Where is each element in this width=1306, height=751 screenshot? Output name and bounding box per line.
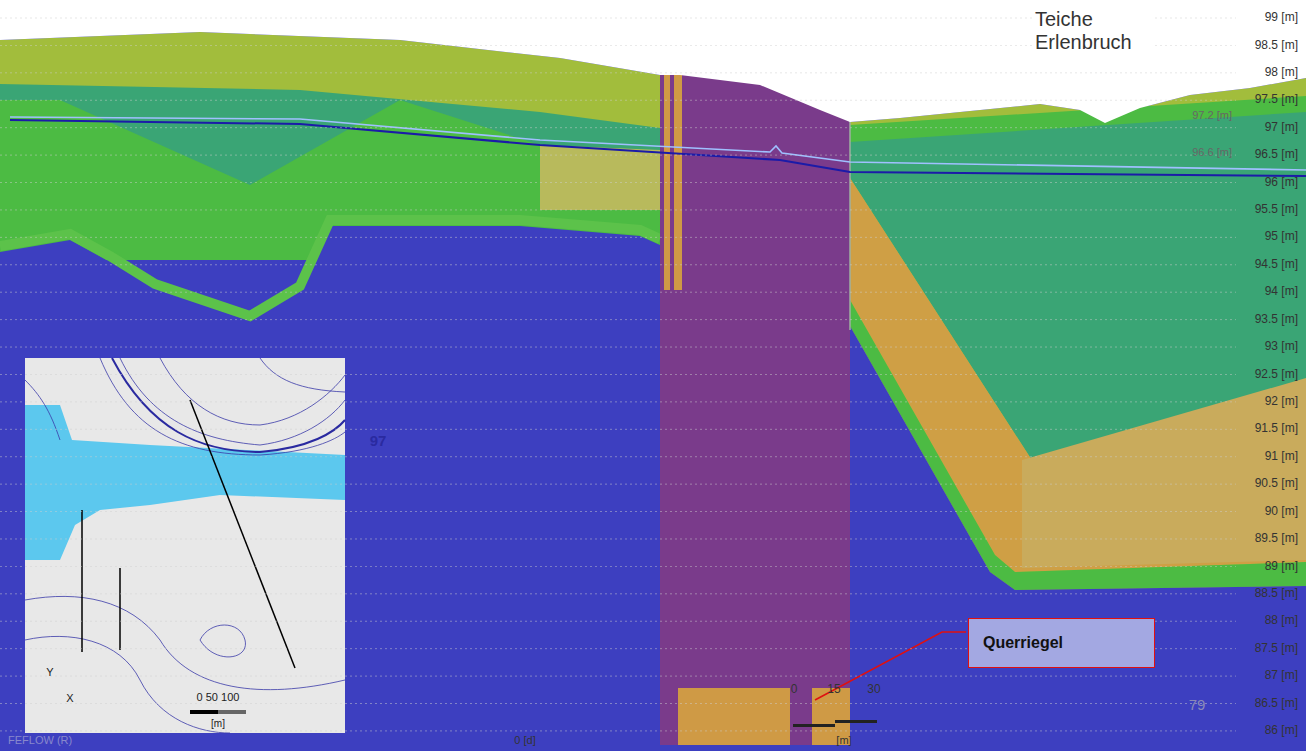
- grid-line: [0, 401, 1236, 402]
- axis-label: 97 [m]: [1265, 121, 1298, 135]
- map-label: Teiche Erlenbruch: [1035, 8, 1155, 54]
- map-label: Y: [46, 666, 53, 679]
- grid-line: [0, 730, 1236, 731]
- map-label: 0 [d]: [514, 734, 535, 747]
- axis-label: 87 [m]: [1265, 669, 1298, 683]
- axis-label: 86.5 [m]: [1255, 697, 1298, 711]
- grid-line: [0, 484, 1236, 485]
- axis-label: 88.5 [m]: [1255, 587, 1298, 601]
- grid-line: [0, 456, 1236, 457]
- axis-label: 86 [m]: [1265, 724, 1298, 738]
- map-label: 30: [867, 683, 880, 697]
- axis-label: 88 [m]: [1265, 614, 1298, 628]
- axis-label: 89.5 [m]: [1255, 532, 1298, 546]
- axis-label: 96.6 [m]: [1192, 146, 1232, 159]
- grid-line: [0, 566, 1236, 567]
- axis-label: 98.5 [m]: [1255, 39, 1298, 53]
- axis-label: 96.5 [m]: [1255, 148, 1298, 162]
- callout-box: Querriegel: [968, 618, 1155, 668]
- map-label: [m]: [211, 718, 225, 730]
- axis-label: 92.5 [m]: [1255, 368, 1298, 382]
- map-label: 0: [791, 683, 798, 697]
- axis-label: 95 [m]: [1265, 230, 1298, 244]
- grid-line: [0, 182, 1236, 183]
- map-label: 15: [827, 683, 840, 697]
- grid-line: [0, 127, 1236, 128]
- map-label: [m]: [836, 734, 851, 747]
- map-label: 97: [370, 432, 387, 449]
- axis-label: 93 [m]: [1265, 340, 1298, 354]
- axis-label: 87.5 [m]: [1255, 642, 1298, 656]
- axis-label: 95.5 [m]: [1255, 203, 1298, 217]
- map-label: 79: [1189, 696, 1206, 713]
- grid-line: [0, 429, 1236, 430]
- axis-label: 94 [m]: [1265, 285, 1298, 299]
- axis-label: 89 [m]: [1265, 560, 1298, 574]
- grid-line: [0, 593, 1236, 594]
- grid-line: [0, 264, 1236, 265]
- grid-line: [0, 237, 1236, 238]
- axis-label: 97.2 [m]: [1192, 109, 1232, 122]
- axis-label: 96 [m]: [1265, 176, 1298, 190]
- grid-line: [0, 209, 1236, 210]
- grid-line: [0, 676, 1236, 677]
- map-label: FEFLOW (R): [8, 734, 72, 747]
- axis-label: 90.5 [m]: [1255, 477, 1298, 491]
- grid-line: [0, 703, 1236, 704]
- map-label: X: [66, 692, 73, 705]
- grid-line: [0, 538, 1236, 539]
- grid-line: [0, 100, 1236, 101]
- map-label: 0 50 100: [197, 691, 240, 704]
- axis-label: 97.5 [m]: [1255, 93, 1298, 107]
- axis-label: 90 [m]: [1265, 505, 1298, 519]
- axis-label: 94.5 [m]: [1255, 258, 1298, 272]
- callout-text: Querriegel: [983, 634, 1063, 652]
- grid-line: [0, 72, 1236, 73]
- grid-line: [0, 319, 1236, 320]
- axis-label: 91 [m]: [1265, 450, 1298, 464]
- axis-label: 92 [m]: [1265, 395, 1298, 409]
- grid-line: [0, 155, 1236, 156]
- grid-line: [0, 347, 1236, 348]
- axis-label: 98 [m]: [1265, 66, 1298, 80]
- grid-line: [0, 511, 1236, 512]
- grid-line: [0, 374, 1236, 375]
- axis-label: 91.5 [m]: [1255, 422, 1298, 436]
- axis-label: 93.5 [m]: [1255, 313, 1298, 327]
- grid-line: [0, 292, 1236, 293]
- axis-label: 99 [m]: [1265, 11, 1298, 25]
